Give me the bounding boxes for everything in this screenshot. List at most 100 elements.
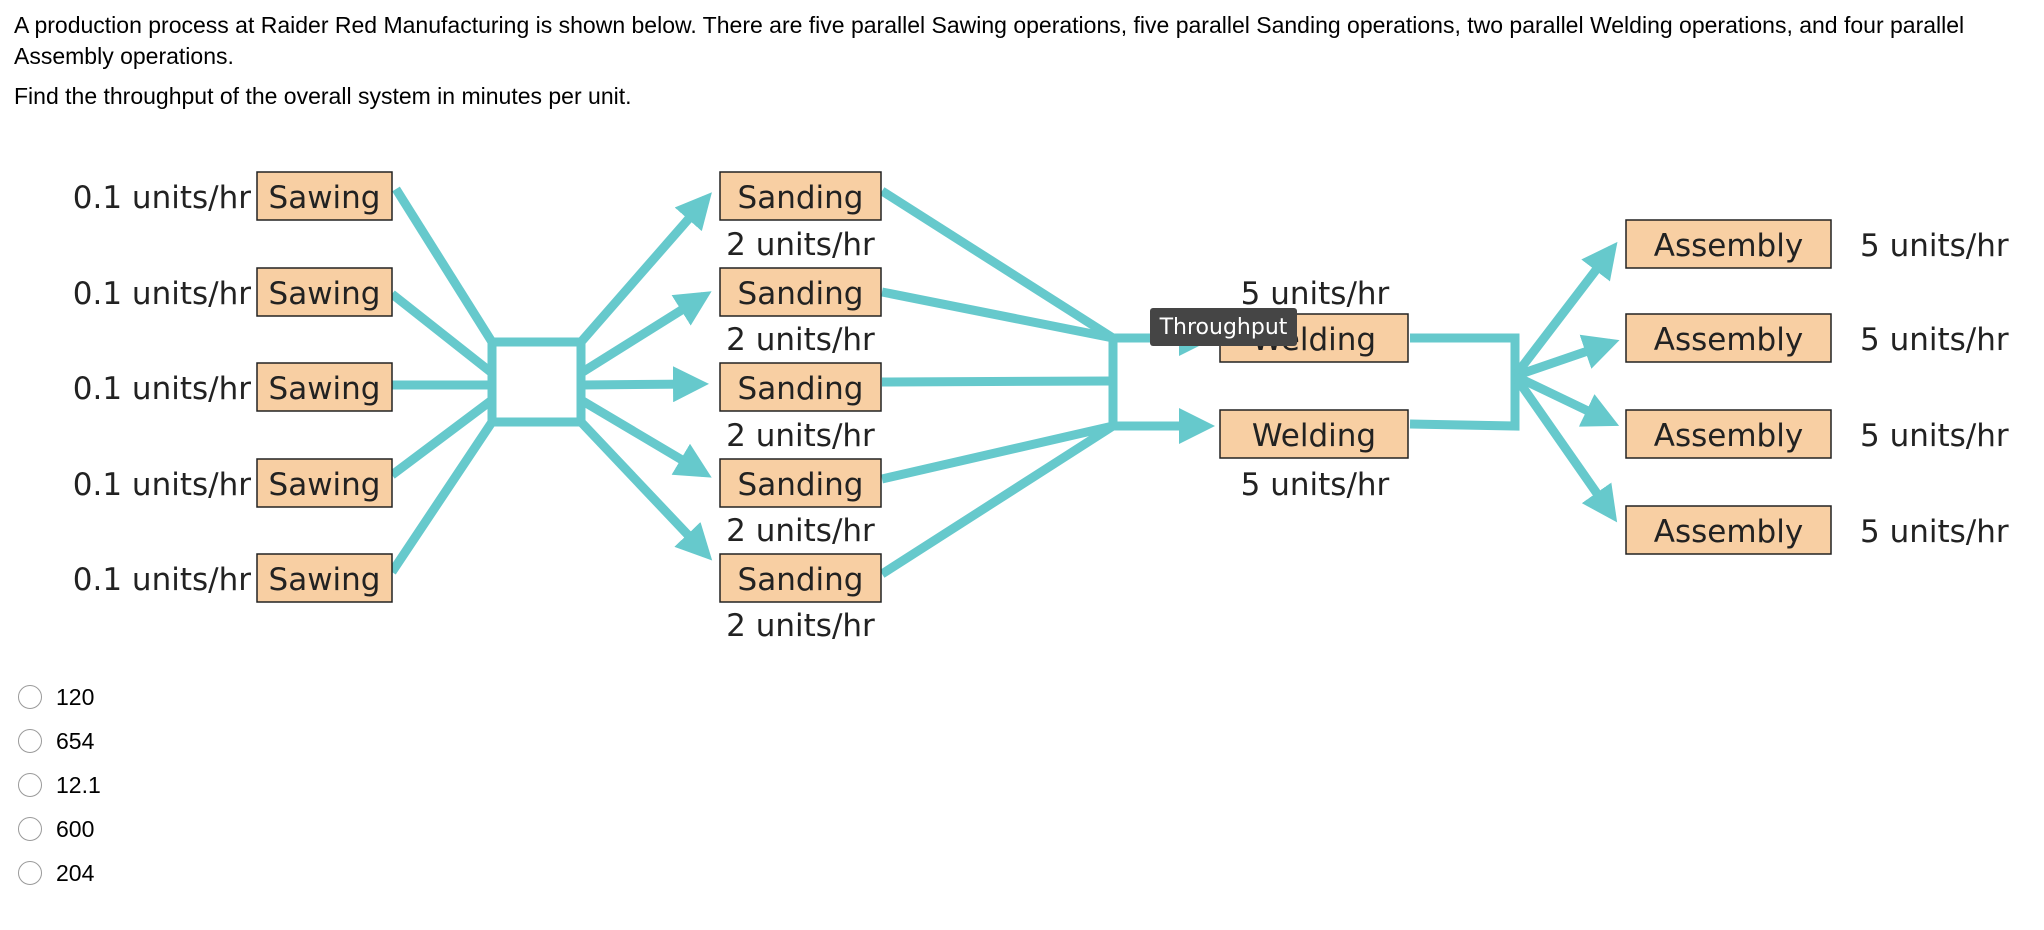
sawing-rate: 0.1 units/hr bbox=[73, 562, 251, 598]
sawing-station: 0.1 units/hr Sawing bbox=[73, 267, 393, 317]
welding-label: Welding bbox=[1252, 418, 1376, 454]
sanding-label: Sanding bbox=[738, 467, 864, 503]
question-text: A production process at Raider Red Manuf… bbox=[14, 10, 2034, 112]
assembly-label: Assembly bbox=[1654, 228, 1803, 264]
tooltip-text: Throughput bbox=[1159, 315, 1288, 340]
sawing-label: Sawing bbox=[269, 180, 381, 216]
connector-sanding-3 bbox=[580, 366, 709, 403]
sanding-rate: 2 units/hr bbox=[726, 322, 875, 358]
sawing-box bbox=[256, 267, 393, 317]
assembly-station: Assembly 5 units/hr bbox=[1625, 219, 2009, 269]
sawing-station: 0.1 units/hr Sawing bbox=[73, 458, 393, 508]
answer-option[interactable]: 120 bbox=[18, 675, 101, 719]
sanding-label: Sanding bbox=[738, 371, 864, 407]
connector-sawing-5 bbox=[388, 419, 496, 575]
connector-assembly-2 bbox=[1513, 334, 1620, 381]
connector-assembly-1 bbox=[1511, 241, 1618, 379]
sanding-station: Sanding 2 units/hr bbox=[719, 267, 882, 358]
assembly-station: Assembly 5 units/hr bbox=[1625, 409, 2009, 459]
answer-option[interactable]: 654 bbox=[18, 719, 101, 763]
connector-sanding-out-2 bbox=[881, 287, 1114, 343]
sanding-box bbox=[719, 458, 882, 508]
answer-option[interactable]: 600 bbox=[18, 807, 101, 851]
connector-assembly-3 bbox=[1513, 371, 1620, 427]
sawing-label: Sawing bbox=[269, 371, 381, 407]
connector-sawing-1 bbox=[392, 186, 496, 345]
connector-sanding-out-3 bbox=[881, 376, 1114, 387]
sanding-rate: 2 units/hr bbox=[726, 608, 875, 644]
radio-button[interactable] bbox=[18, 817, 42, 841]
radio-button[interactable] bbox=[18, 773, 42, 797]
sawing-station: 0.1 units/hr Sawing bbox=[73, 171, 393, 221]
answer-option[interactable]: 12.1 bbox=[18, 763, 101, 807]
answer-option[interactable]: 204 bbox=[18, 851, 101, 895]
sawing-label: Sawing bbox=[269, 467, 381, 503]
assembly-box bbox=[1625, 219, 1832, 269]
question-intro: A production process at Raider Red Manuf… bbox=[14, 12, 1965, 69]
option-label: 204 bbox=[56, 859, 95, 886]
sanding-label: Sanding bbox=[738, 276, 864, 312]
option-label: 12.1 bbox=[56, 771, 101, 798]
radio-button[interactable] bbox=[18, 729, 42, 753]
sanding-rate: 2 units/hr bbox=[726, 513, 875, 549]
sawing-merge-hub bbox=[487, 337, 586, 427]
welding-station: Welding 5 units/hr bbox=[1219, 409, 1409, 503]
connector-sanding-out-1 bbox=[879, 187, 1116, 342]
assembly-label: Assembly bbox=[1654, 322, 1803, 358]
sanding-box bbox=[719, 171, 882, 221]
assembly-station: Assembly 5 units/hr bbox=[1625, 313, 2009, 363]
sawing-rate: 0.1 units/hr bbox=[73, 371, 251, 407]
sanding-box bbox=[719, 553, 882, 603]
sanding-rate: 2 units/hr bbox=[726, 227, 875, 263]
sawing-box bbox=[256, 553, 393, 603]
sawing-label: Sawing bbox=[269, 276, 381, 312]
assembly-rate: 5 units/hr bbox=[1860, 418, 2009, 454]
option-label: 654 bbox=[56, 727, 95, 754]
assembly-rate: 5 units/hr bbox=[1860, 228, 2009, 264]
connector-sanding-2 bbox=[578, 291, 712, 377]
sawing-rate: 0.1 units/hr bbox=[73, 180, 251, 216]
connector-sanding-out-5 bbox=[879, 422, 1116, 578]
question-prompt: Find the throughput of the overall syste… bbox=[14, 83, 632, 109]
sawing-box bbox=[256, 362, 393, 412]
sanding-station: Sanding 2 units/hr bbox=[719, 171, 882, 263]
throughput-tooltip: Throughput bbox=[1150, 308, 1297, 346]
connector-sawing-2 bbox=[389, 290, 495, 377]
sawing-box bbox=[256, 458, 393, 508]
connector-sanding-4 bbox=[578, 396, 712, 478]
connector-sanding-1 bbox=[577, 192, 712, 345]
flow-connectors bbox=[388, 186, 1620, 578]
sanding-station: Sanding 2 units/hr bbox=[719, 458, 882, 549]
sawing-label: Sawing bbox=[269, 562, 381, 598]
sanding-box bbox=[719, 362, 882, 412]
sawing-rate: 0.1 units/hr bbox=[73, 276, 251, 312]
sanding-station: Sanding 2 units/hr bbox=[719, 553, 882, 644]
sawing-rate: 0.1 units/hr bbox=[73, 467, 251, 503]
assembly-station: Assembly 5 units/hr bbox=[1625, 505, 2009, 555]
assembly-box bbox=[1625, 313, 1832, 363]
welding-rate: 5 units/hr bbox=[1241, 276, 1390, 312]
connector-sanding-out-4 bbox=[880, 421, 1115, 484]
welding-rate: 5 units/hr bbox=[1241, 467, 1390, 503]
sawing-station: 0.1 units/hr Sawing bbox=[73, 553, 393, 603]
assembly-label: Assembly bbox=[1654, 418, 1803, 454]
connector-sawing-4 bbox=[389, 396, 495, 479]
connector-sanding-5 bbox=[577, 418, 713, 561]
assembly-box bbox=[1625, 505, 1832, 555]
connector-assembly-4 bbox=[1511, 373, 1618, 523]
sanding-label: Sanding bbox=[738, 562, 864, 598]
sanding-label: Sanding bbox=[738, 180, 864, 216]
option-label: 120 bbox=[56, 683, 95, 710]
answer-options: 120 654 12.1 600 204 bbox=[18, 675, 101, 895]
sawing-station: 0.1 units/hr Sawing bbox=[73, 362, 393, 412]
radio-button[interactable] bbox=[18, 861, 42, 885]
sanding-box bbox=[719, 267, 882, 317]
sawing-box bbox=[256, 171, 393, 221]
welding-box bbox=[1219, 409, 1409, 459]
sanding-station: Sanding 2 units/hr bbox=[719, 362, 882, 454]
sanding-rate: 2 units/hr bbox=[726, 418, 875, 454]
tooltip-background bbox=[1150, 308, 1297, 346]
assembly-rate: 5 units/hr bbox=[1860, 322, 2009, 358]
assembly-label: Assembly bbox=[1654, 514, 1803, 550]
radio-button[interactable] bbox=[18, 685, 42, 709]
